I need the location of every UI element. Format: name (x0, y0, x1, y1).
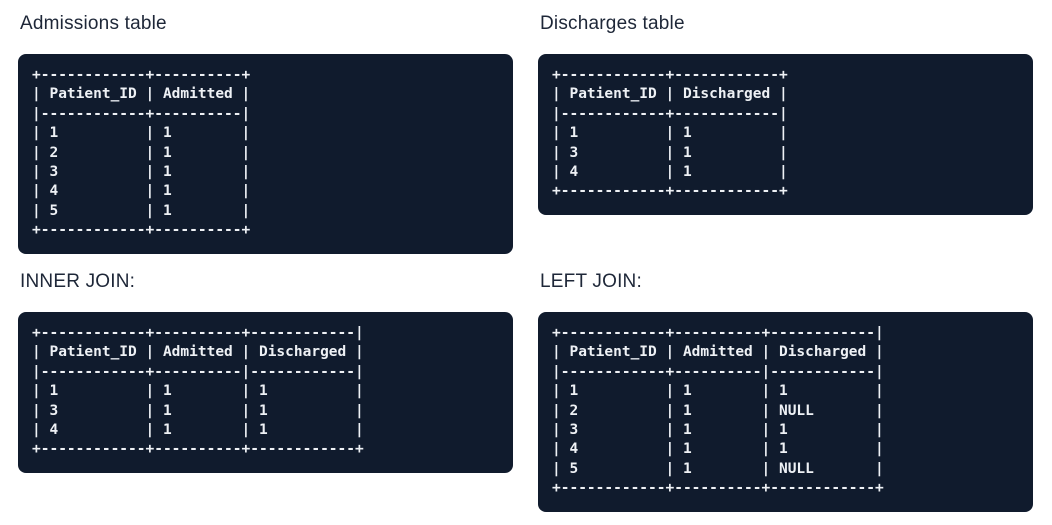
ascii-table-discharges: +------------+------------+ | Patient_ID… (552, 67, 788, 200)
console-admissions: +------------+----------+ | Patient_ID |… (18, 54, 513, 254)
panel-inner-join: INNER JOIN: +------------+----------+---… (18, 270, 513, 473)
caption-inner-join: INNER JOIN: (20, 271, 136, 292)
caption-left-join: LEFT JOIN: (540, 271, 642, 292)
console-discharges: +------------+------------+ | Patient_ID… (538, 54, 1033, 215)
caption-admissions: Admissions table (20, 13, 167, 34)
ascii-table-inner-join: +------------+----------+------------| |… (32, 325, 364, 458)
ascii-table-admissions: +------------+----------+ | Patient_ID |… (32, 67, 251, 239)
console-inner-join: +------------+----------+------------| |… (18, 312, 513, 473)
panel-left-join: LEFT JOIN: +------------+----------+----… (538, 270, 1033, 512)
ascii-table-left-join: +------------+----------+------------| |… (552, 325, 884, 497)
console-left-join: +------------+----------+------------| |… (538, 312, 1033, 512)
caption-discharges: Discharges table (540, 13, 685, 34)
panel-admissions: Admissions table +------------+---------… (18, 12, 513, 254)
panel-discharges: Discharges table +------------+---------… (538, 12, 1033, 215)
